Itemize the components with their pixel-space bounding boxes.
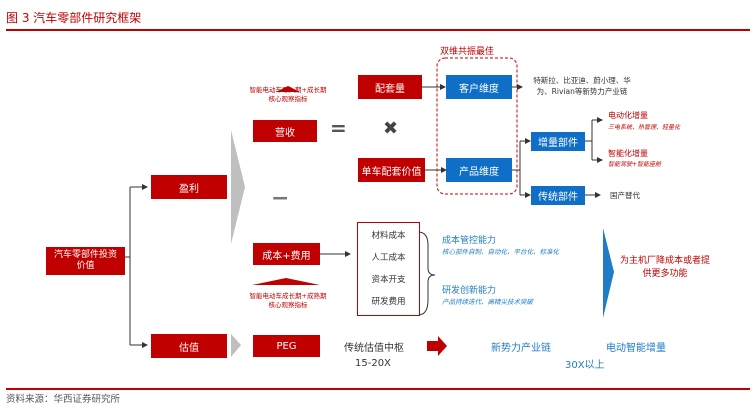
traditional-val-range: 15-20X <box>355 358 391 369</box>
minus-operator: − <box>271 186 290 211</box>
electrification-title: 电动化增量 <box>608 111 648 120</box>
traditional-val-label: 传统估值中枢 <box>344 343 404 354</box>
above-30x-label: 30X以上 <box>565 360 605 371</box>
rd-sub: 产品持续迭代、高精尖技术突破 <box>442 298 533 306</box>
unit-value-node: 单车配套价值 <box>358 158 425 182</box>
bottom-rule <box>6 388 750 390</box>
cost-control-title: 成本管控能力 <box>442 236 497 246</box>
customer-desc: 特斯拉、比亚迪、蔚小理、华为、Rivian等新势力产业链 <box>533 76 631 96</box>
root-node: 汽车零部件投资价值 <box>46 247 125 275</box>
cost-note: 智能电动车成长期+成熟期核心观察指标 <box>249 292 327 309</box>
cost-item: 材料成本 <box>371 231 406 241</box>
figure-title: 图 3 汽车零部件研究框架 <box>6 11 142 25</box>
ev-smart-label: 电动智能增量 <box>606 343 666 354</box>
electrification-sub: 三电系统、热管理、轻量化 <box>608 124 681 131</box>
volume-node: 配套量 <box>358 75 422 99</box>
times-operator: ✖ <box>383 118 399 139</box>
peg-node: PEG <box>253 335 320 357</box>
customer-dim-node: 客户维度 <box>446 75 512 99</box>
revenue-node: 营收 <box>253 120 317 142</box>
cost-control-sub: 核心部件自制、自动化、平台化、标准化 <box>442 248 559 256</box>
cost-item: 研发费用 <box>371 297 406 307</box>
top-rule <box>6 29 750 31</box>
cost-node: 成本+费用 <box>253 243 320 265</box>
branch-valuation: 估值 <box>151 334 227 358</box>
import-sub-label: 国产替代 <box>610 191 640 200</box>
source-note: 资料来源：华西证券研究所 <box>6 394 121 405</box>
cost-items-box: 材料成本 人工成本 资本开支 研发费用 <box>357 222 420 316</box>
product-dim-node: 产品维度 <box>446 158 512 182</box>
intelligence-title: 智能化增量 <box>608 149 648 158</box>
equals-operator: = <box>330 116 347 140</box>
oem-text: 为主机厂降成本或者提供更多功能 <box>620 256 711 279</box>
cost-item: 人工成本 <box>371 253 406 263</box>
new-force-label: 新势力产业链 <box>491 343 551 354</box>
double-dim-label: 双维共振最佳 <box>440 47 495 57</box>
branch-profit: 盈利 <box>151 175 227 199</box>
revenue-note: 智能电动车导入期+成长期核心观察指标 <box>249 86 327 103</box>
increment-parts-node: 增量部件 <box>531 132 585 151</box>
intelligence-sub: 智能驾驶+智能座舱 <box>608 161 662 168</box>
cost-item: 资本开支 <box>371 275 406 285</box>
rd-title: 研发创新能力 <box>442 286 497 296</box>
traditional-parts-node: 传统部件 <box>531 186 585 205</box>
